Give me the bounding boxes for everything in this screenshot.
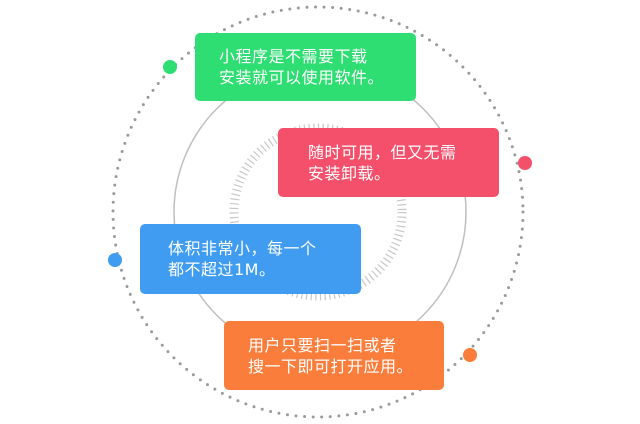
card-line: 安装卸载。 xyxy=(308,163,391,183)
outer-dotted-ring xyxy=(111,5,525,419)
card-line: 用户只要扫一扫或者 xyxy=(248,335,397,355)
feature-card-always-available: 随时可用，但又无需 安装卸载。 xyxy=(278,128,499,197)
red-accent-dot xyxy=(518,156,532,170)
feature-card-no-install: 小程序是不需要下载 安装就可以使用软件。 xyxy=(195,33,416,101)
feature-card-scan-to-open: 用户只要扫一扫或者 搜一下即可打开应用。 xyxy=(224,321,444,390)
orange-accent-dot xyxy=(463,348,477,362)
middle-ring xyxy=(173,65,467,359)
card-line: 小程序是不需要下载 xyxy=(219,47,368,66)
card-line: 随时可用，但又无需 xyxy=(308,142,457,162)
card-line: 安装就可以使用软件。 xyxy=(219,68,385,87)
card-line: 体积非常小，每一个 xyxy=(168,239,317,258)
card-line: 搜一下即可打开应用。 xyxy=(248,356,414,376)
blue-accent-dot xyxy=(108,253,122,267)
card-line: 都不超过1M。 xyxy=(168,260,276,279)
green-accent-dot xyxy=(163,60,177,74)
feature-card-small-size: 体积非常小，每一个 都不超过1M。 xyxy=(140,224,361,294)
inner-tick-ring xyxy=(229,123,407,301)
